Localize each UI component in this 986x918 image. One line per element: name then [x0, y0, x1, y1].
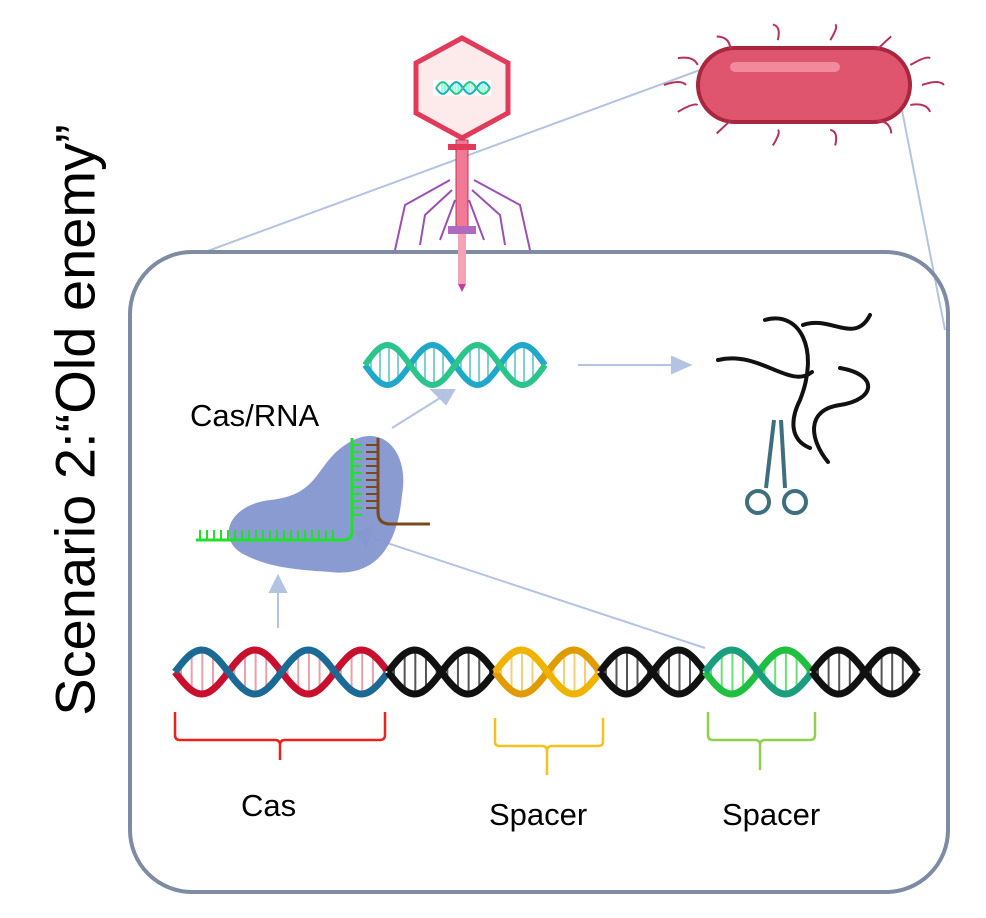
zoom-line-right [899, 99, 946, 331]
spacer2-bracket [706, 712, 817, 770]
cas-label: Cas [241, 788, 297, 823]
arrow-to-dna [429, 389, 456, 406]
cas-rna-label: Cas/RNA [190, 398, 320, 433]
arrow-to-fragments [671, 355, 693, 375]
bacterium-icon [663, 23, 945, 146]
crrna-guide [196, 438, 430, 542]
cas-gene-dna [172, 646, 390, 698]
target-dna-helix [362, 341, 548, 389]
bacterial-cell-outline [128, 250, 950, 894]
repeat-dna-1 [385, 646, 497, 698]
spacer1-bracket [493, 718, 605, 775]
cas-protein [228, 435, 404, 573]
spacer-label-1: Spacer [489, 797, 588, 832]
cas-bracket [173, 712, 387, 760]
spacer2-dna [702, 646, 814, 698]
arrow-up [268, 573, 288, 593]
spacer1-dna [492, 646, 602, 698]
phage-genome [435, 80, 491, 96]
scenario-title: Scenario 2:“Old enemy” [43, 124, 107, 716]
repeat-dna-3 [809, 646, 921, 698]
scissors-icon [745, 419, 808, 515]
cleaved-dna-fragments [716, 313, 872, 464]
spacer-label-2: Spacer [722, 797, 821, 832]
repeat-dna-2 [597, 646, 707, 698]
zoom-line-left [204, 69, 701, 253]
